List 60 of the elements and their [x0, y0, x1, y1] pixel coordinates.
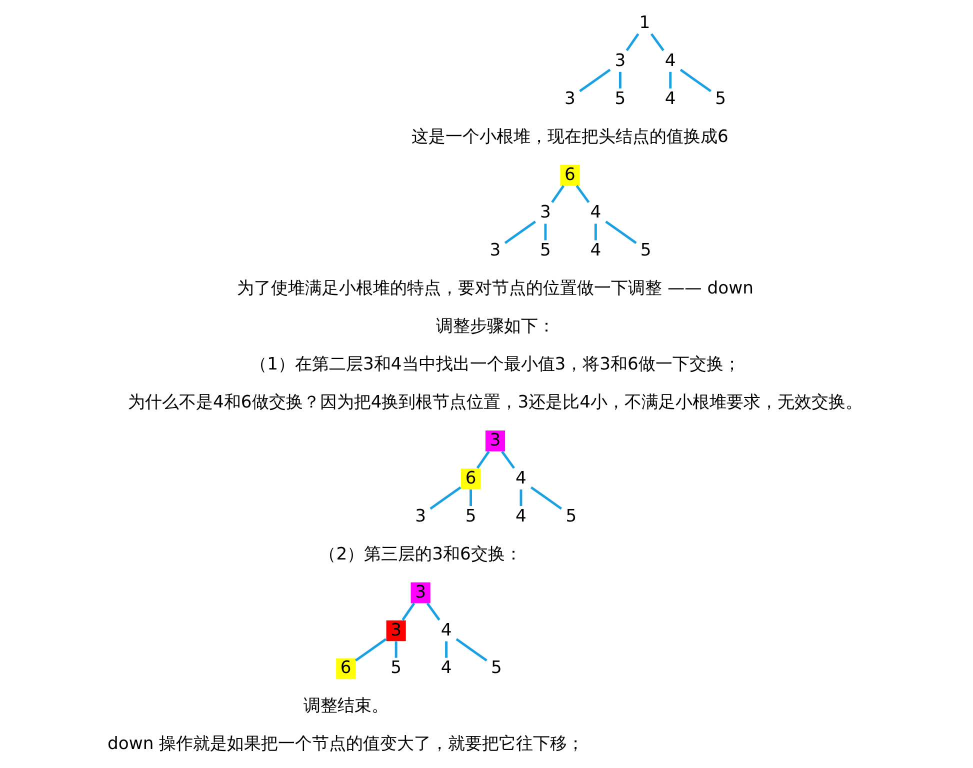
connector — [519, 489, 522, 506]
label: （1）在第二层3和4当中找出一个最小值3，将3和6做一下交换； — [250, 354, 740, 375]
node-text: 4 — [440, 658, 452, 678]
connector — [575, 185, 590, 204]
label: 调整结束。 — [302, 696, 388, 716]
label: 为了使堆满足小根堆的特点，要对节点的位置做一下调整 —— down — [236, 278, 753, 299]
node-text: 5 — [565, 506, 576, 526]
label: 为什么不是4和6做交换？因为把4换到根节点位置，3还是比4小，不满足小根堆要求，无效交换。 — [128, 392, 862, 413]
connector — [500, 450, 514, 469]
connector — [679, 68, 711, 92]
node-text: 5 — [390, 658, 402, 678]
connector — [625, 33, 639, 52]
label: down 操作就是如果把一个节点的值变大了，就要把它往下移； — [107, 734, 584, 754]
node-text: 5 — [640, 240, 651, 261]
connector — [444, 641, 448, 658]
node-box: 3 — [410, 582, 430, 604]
node-text: 5 — [540, 240, 550, 261]
connector — [429, 486, 461, 510]
connector — [401, 602, 415, 621]
node-text: 3 — [414, 506, 426, 526]
node-box: 6 — [336, 658, 356, 680]
node-text: 4 — [515, 468, 526, 488]
connector — [354, 638, 386, 662]
node-text: 3 — [614, 50, 626, 71]
connector — [394, 641, 397, 658]
node-text: 4 — [515, 506, 526, 526]
connector — [604, 220, 636, 244]
connector — [426, 602, 440, 621]
node-text: 5 — [714, 88, 726, 109]
label: （2）第三层的3和6交换： — [318, 544, 522, 564]
connector — [455, 638, 487, 662]
connector — [578, 68, 610, 92]
node-text: 5 — [464, 506, 476, 526]
node-text: 4 — [590, 240, 601, 261]
node-box: 6 — [560, 164, 580, 186]
label: 这是一个小根堆，现在把头结点的值换成6 — [411, 126, 728, 147]
node-text: 4 — [440, 620, 452, 640]
connector — [476, 450, 490, 469]
connector — [544, 224, 546, 240]
connector — [594, 224, 596, 240]
node-text: 5 — [614, 88, 626, 109]
connector — [504, 220, 536, 244]
connector — [469, 489, 472, 506]
node-text: 1 — [638, 12, 650, 33]
node-text: 3 — [540, 202, 550, 223]
node-text: 4 — [590, 202, 601, 223]
label: 调整步骤如下： — [435, 316, 554, 337]
connector — [650, 33, 664, 52]
node-text: 3 — [489, 240, 500, 261]
connector — [618, 72, 621, 88]
node-text: 4 — [664, 88, 676, 109]
connector — [668, 72, 672, 88]
node-box: 6 — [460, 468, 480, 490]
connector — [530, 486, 562, 510]
node-text: 3 — [564, 88, 575, 109]
node-text: 4 — [664, 50, 676, 71]
node-box: 3 — [484, 430, 505, 452]
node-box: 3 — [386, 620, 406, 642]
node-text: 5 — [490, 658, 502, 678]
connector — [550, 185, 564, 203]
